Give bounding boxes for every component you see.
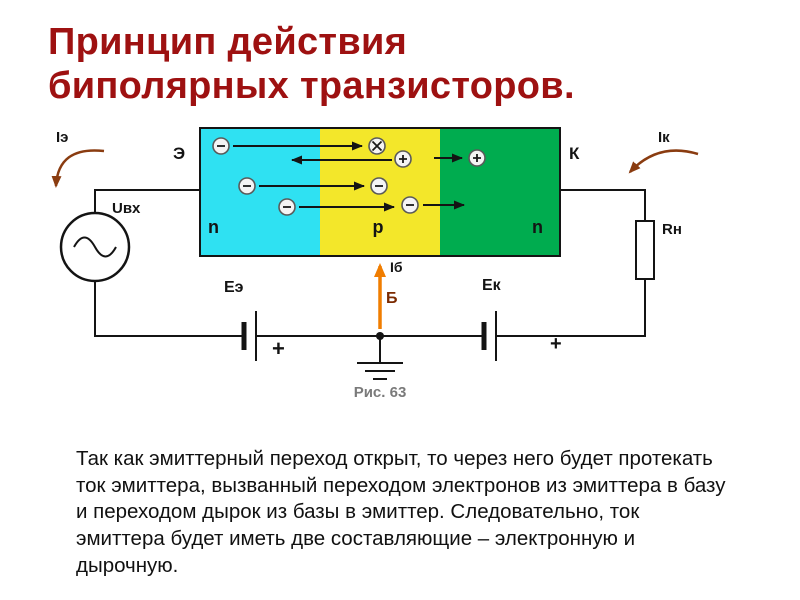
label-i-base: Iб: [390, 259, 403, 275]
hole-symbol: [394, 150, 412, 168]
collector-current-arrow: [628, 149, 699, 174]
label-emitter: Э: [173, 144, 185, 163]
sine-wave-icon: [73, 236, 117, 258]
label-region-p: p: [373, 217, 384, 237]
label-i-collector: Iк: [658, 129, 670, 146]
electron-symbol: [278, 198, 296, 216]
electron-symbol: [212, 137, 230, 155]
label-e-collector: Eк: [482, 277, 502, 294]
circuit-wires: [94, 189, 646, 337]
block-border: [199, 127, 561, 257]
transistor-circuit-diagram: Iэ Iк Э К Uвх n p n Rн Eэ Eк + + Iб Б Ри…: [51, 127, 699, 401]
diagram-labels: Iэ Iк Э К Uвх n p n Rн Eэ Eк + + Iб Б Ри…: [56, 129, 682, 401]
label-plus-collector: +: [550, 333, 562, 355]
wire-top-right: [560, 189, 646, 221]
label-region-n-left: n: [208, 217, 219, 237]
emitter-current-arrow: [51, 149, 105, 188]
wire-bottom-left: [94, 281, 243, 337]
ac-source: [59, 211, 131, 283]
label-i-emitter: Iэ: [56, 129, 68, 146]
ground-symbol: [357, 332, 403, 380]
hole-symbol: [468, 149, 486, 167]
electron-symbol: [238, 177, 256, 195]
title-line-1: Принцип действия: [48, 21, 408, 63]
label-base: Б: [386, 290, 398, 307]
battery-e-collector: [481, 311, 497, 361]
label-u-input: Uвх: [112, 200, 141, 217]
label-collector: К: [569, 144, 580, 163]
load-resistor: [635, 220, 655, 280]
collector-region: [440, 128, 560, 256]
figure-caption: Рис. 63: [354, 384, 407, 401]
recombination-symbol: [368, 137, 386, 155]
carrier-arrows: [233, 141, 465, 212]
explanation-paragraph: Так как эмиттерный переход открыт, то че…: [76, 447, 726, 577]
label-region-n-right: n: [532, 217, 543, 237]
electron-symbol: [401, 196, 419, 214]
label-plus-emitter: +: [272, 336, 285, 361]
label-r-load: Rн: [662, 221, 682, 238]
battery-e-emitter: [241, 311, 257, 361]
label-e-emitter: Eэ: [224, 279, 244, 296]
electron-symbol: [370, 177, 388, 195]
title-line-2: биполярных транзисторов.: [48, 65, 575, 108]
slide-title: Принцип действия биполярных транзисторов…: [48, 20, 575, 109]
wire-top-left: [94, 189, 200, 213]
carrier-symbols: [212, 137, 486, 216]
wire-bottom-right: [497, 279, 646, 337]
